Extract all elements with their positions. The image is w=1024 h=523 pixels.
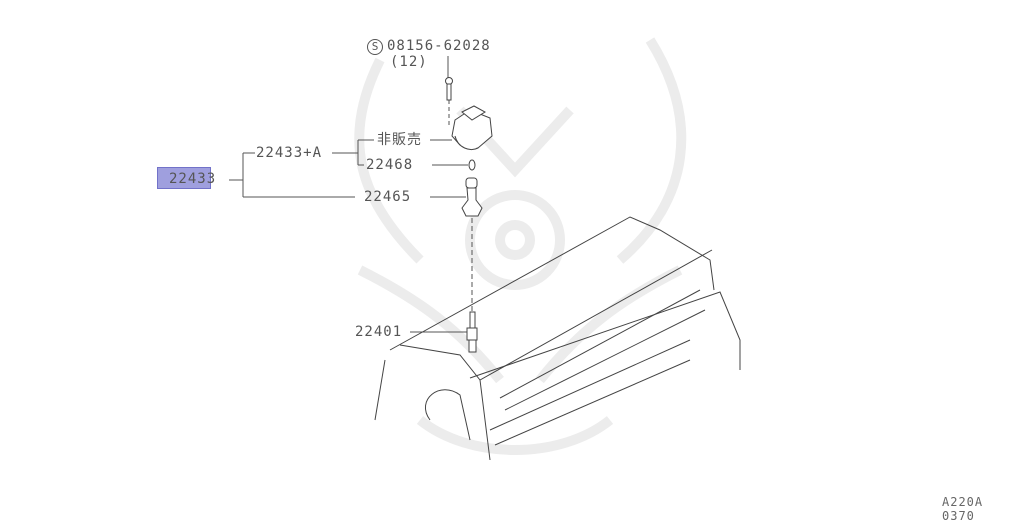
engine-cover — [374, 216, 741, 461]
part-label-bolt[interactable]: 08156-62028 — [387, 38, 491, 54]
ignition-coil-part[interactable] — [451, 105, 493, 150]
seal-part[interactable] — [468, 159, 476, 171]
part-label-22465[interactable]: 22465 — [364, 189, 412, 205]
part-label-not-sold: 非販売 — [377, 132, 422, 148]
part-label-22401[interactable]: 22401 — [355, 324, 403, 340]
diagram-canvas — [229, 37, 741, 461]
watermark-logo — [354, 37, 687, 455]
spark-plug-part[interactable] — [466, 311, 478, 353]
part-label-22433-a[interactable]: 22433+A — [256, 145, 323, 161]
bolt-part[interactable] — [445, 77, 453, 101]
boot-part[interactable] — [461, 177, 483, 217]
bolt-torque: (12) — [390, 54, 428, 70]
highlight-22433[interactable] — [157, 167, 211, 189]
leader-lines — [229, 56, 473, 333]
part-label-22433[interactable]: 22433 — [169, 171, 217, 187]
bolt-symbol-icon: S — [367, 39, 383, 55]
part-label-22468[interactable]: 22468 — [366, 157, 414, 173]
diagram-code: A220A 0370 — [942, 495, 984, 523]
